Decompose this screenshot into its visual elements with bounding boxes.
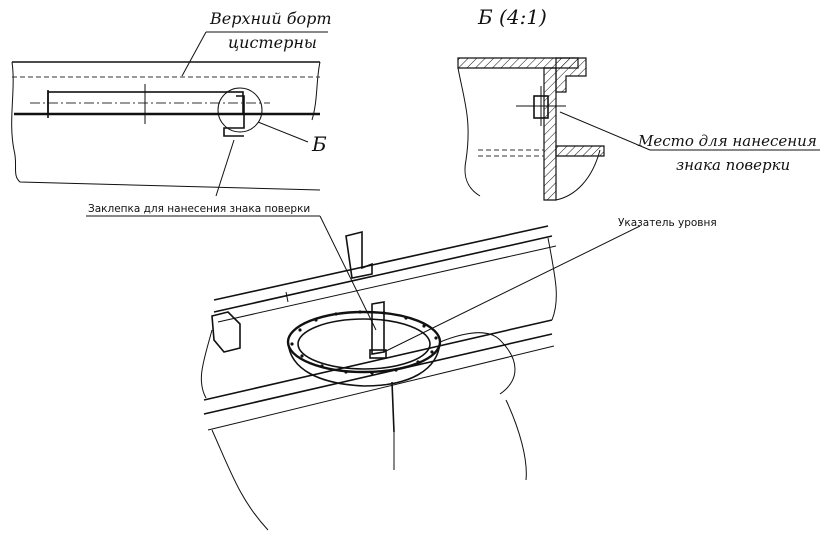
label-detail-marker: Б [311,132,327,156]
isometric-tank-top [86,215,641,531]
detail-view-b [457,57,820,201]
label-marking-place-line1: Место для нанесения [637,132,817,150]
section-view-left [11,31,328,197]
label-top-rim-line2: цистерны [228,33,317,52]
label-rivet-note: Заклепка для нанесения знака поверки [88,203,310,215]
label-marking-place-line2: знака поверки [676,156,790,174]
label-level-indicator: Указатель уровня [618,217,717,229]
label-detail-title: Б (4:1) [477,5,547,29]
label-top-rim-line1: Верхний борт [209,9,332,28]
